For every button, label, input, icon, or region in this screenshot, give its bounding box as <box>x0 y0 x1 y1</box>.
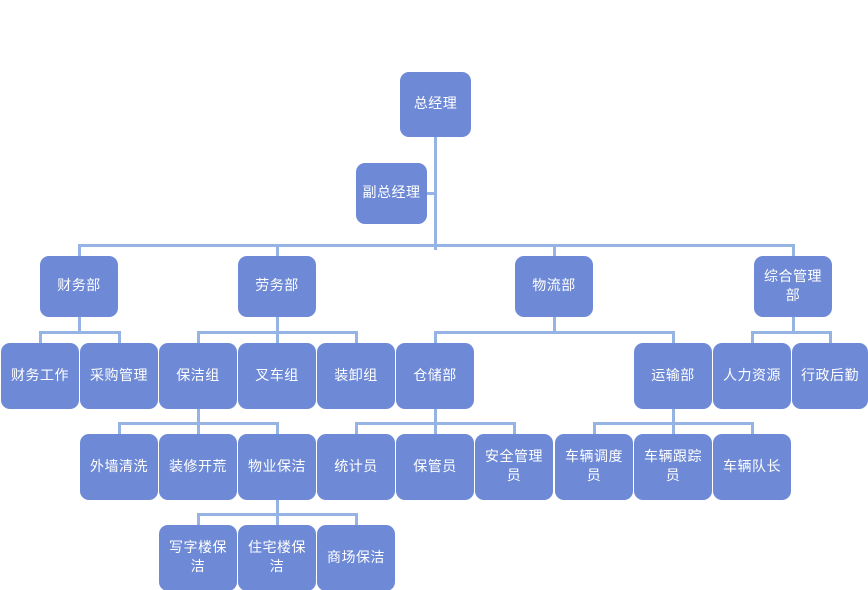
org-node-n7[interactable]: 财务工作 <box>1 343 79 409</box>
connector-line <box>434 137 437 250</box>
connector-line <box>355 422 358 435</box>
org-node-label: 写字楼保洁 <box>169 540 227 575</box>
connector-line <box>78 244 794 247</box>
org-node-label: 财务部 <box>57 278 101 294</box>
connector-line <box>276 513 279 526</box>
org-node-label: 物流部 <box>532 278 576 294</box>
org-node-label: 副总经理 <box>362 185 421 201</box>
org-node-n15[interactable]: 行政后勤 <box>792 343 868 409</box>
org-node-n26[interactable]: 住宅楼保洁 <box>238 525 316 590</box>
connector-line <box>118 422 121 435</box>
connector-line <box>553 317 556 332</box>
org-node-n21[interactable]: 安全管理员 <box>475 434 553 500</box>
org-node-label: 行政后勤 <box>801 367 859 384</box>
org-node-n5[interactable]: 物流部 <box>515 256 593 317</box>
org-node-n6[interactable]: 综合管理部 <box>754 256 832 317</box>
org-node-n11[interactable]: 装卸组 <box>317 343 395 409</box>
connector-line <box>792 317 795 332</box>
org-node-n24[interactable]: 车辆队长 <box>713 434 791 500</box>
org-node-n4[interactable]: 劳务部 <box>238 256 316 317</box>
connector-line <box>39 331 120 334</box>
org-node-label: 装修开荒 <box>169 458 227 475</box>
connector-line <box>118 331 121 344</box>
connector-line <box>78 317 81 332</box>
connector-line <box>751 331 831 334</box>
org-node-n16[interactable]: 外墙清洗 <box>80 434 158 500</box>
connector-line <box>792 244 795 257</box>
org-node-label: 保管员 <box>413 458 457 475</box>
org-node-label: 商场保洁 <box>327 549 385 566</box>
org-node-n8[interactable]: 采购管理 <box>80 343 158 409</box>
connector-line <box>553 244 556 257</box>
connector-line <box>751 422 754 435</box>
org-node-n3[interactable]: 财务部 <box>40 256 118 317</box>
org-node-n20[interactable]: 保管员 <box>396 434 474 500</box>
connector-line <box>829 331 832 344</box>
connector-line <box>751 331 754 344</box>
connector-line <box>276 317 279 332</box>
org-node-label: 车辆队长 <box>723 458 781 475</box>
connector-line <box>276 422 279 435</box>
org-node-label: 财务工作 <box>11 367 69 384</box>
connector-line <box>434 331 437 344</box>
connector-line <box>434 331 674 334</box>
connector-line <box>434 409 437 423</box>
org-node-label: 装卸组 <box>334 367 378 384</box>
org-node-n14[interactable]: 人力资源 <box>713 343 791 409</box>
connector-line <box>78 244 81 257</box>
org-node-n13[interactable]: 运输部 <box>634 343 712 409</box>
org-node-label: 车辆调度员 <box>565 449 623 484</box>
connector-line <box>197 331 200 344</box>
connector-line <box>355 513 358 526</box>
org-node-label: 安全管理员 <box>485 449 543 484</box>
connector-line <box>593 422 596 435</box>
org-node-n27[interactable]: 商场保洁 <box>317 525 395 590</box>
org-node-label: 统计员 <box>334 458 378 475</box>
org-node-n19[interactable]: 统计员 <box>317 434 395 500</box>
org-node-n18[interactable]: 物业保洁 <box>238 434 316 500</box>
org-node-label: 采购管理 <box>90 367 148 384</box>
org-node-n22[interactable]: 车辆调度员 <box>555 434 633 500</box>
connector-line <box>427 192 435 195</box>
org-node-n25[interactable]: 写字楼保洁 <box>159 525 237 590</box>
org-node-n9[interactable]: 保洁组 <box>159 343 237 409</box>
connector-line <box>276 244 279 257</box>
org-node-label: 保洁组 <box>176 367 220 384</box>
connector-line <box>276 331 279 344</box>
org-node-label: 叉车组 <box>255 367 299 384</box>
connector-line <box>197 513 200 526</box>
org-node-n12[interactable]: 仓储部 <box>396 343 474 409</box>
connector-line <box>276 500 279 514</box>
org-node-label: 运输部 <box>651 367 695 384</box>
org-node-n1[interactable]: 总经理 <box>400 72 471 137</box>
org-node-label: 外墙清洗 <box>90 458 148 475</box>
org-node-label: 车辆跟踪员 <box>644 449 702 484</box>
connector-line <box>197 422 200 435</box>
org-node-n23[interactable]: 车辆跟踪员 <box>634 434 712 500</box>
org-node-n10[interactable]: 叉车组 <box>238 343 316 409</box>
org-node-n17[interactable]: 装修开荒 <box>159 434 237 500</box>
org-node-label: 人力资源 <box>723 367 781 384</box>
org-node-label: 综合管理部 <box>764 268 822 304</box>
connector-line <box>513 422 516 435</box>
connector-line <box>672 409 675 423</box>
connector-line <box>434 422 437 435</box>
org-node-label: 劳务部 <box>255 278 299 294</box>
org-node-label: 物业保洁 <box>248 458 306 475</box>
connector-line <box>355 331 358 344</box>
connector-line <box>39 331 42 344</box>
org-node-label: 仓储部 <box>413 367 457 384</box>
connector-line <box>672 331 675 344</box>
connector-line <box>197 409 200 423</box>
connector-line <box>672 422 675 435</box>
org-node-label: 总经理 <box>413 96 458 112</box>
org-node-n2[interactable]: 副总经理 <box>356 163 427 224</box>
org-node-label: 住宅楼保洁 <box>248 540 306 575</box>
